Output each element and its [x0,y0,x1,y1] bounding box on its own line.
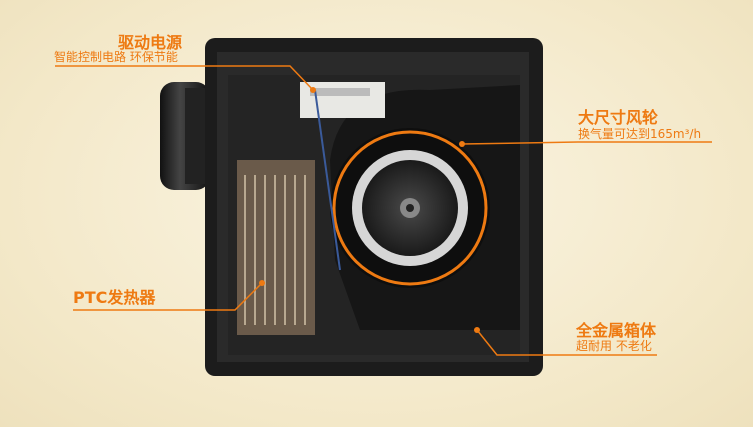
power-title: 驱动电源 [118,33,183,52]
ptc-heater [237,160,315,335]
case-subtitle: 超耐用 不老化 [576,339,652,353]
callout-lines [55,65,712,356]
duct-connector [160,82,210,190]
fan-title: 大尺寸风轮 [578,108,659,127]
power-subtitle: 智能控制电路 环保节能 [54,50,178,64]
fan-subtitle: 换气量可达到165m³/h [578,127,702,141]
case-title: 全金属箱体 [576,321,657,340]
fan-housing [330,85,520,330]
heater-title: PTC发热器 [73,288,156,307]
